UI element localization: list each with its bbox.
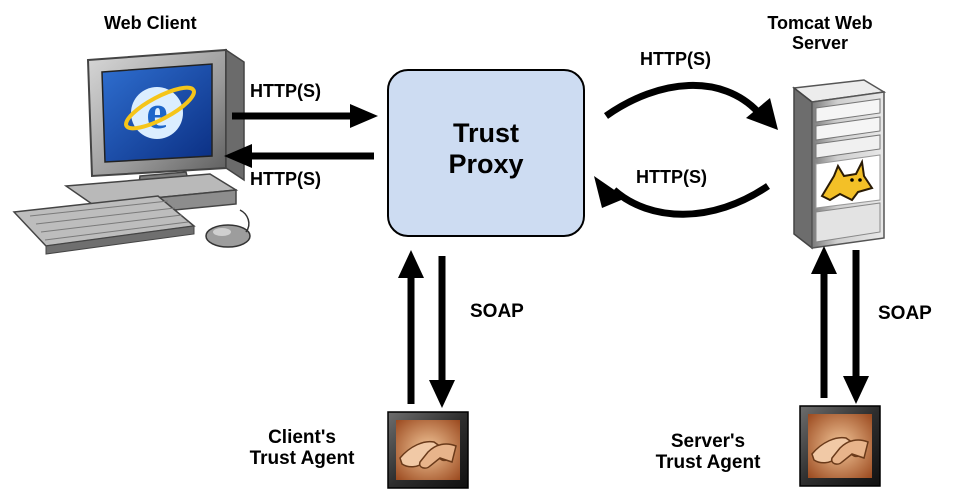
server-trust-agent-label-line1: Server's	[670, 431, 746, 452]
trust-proxy-label: Trust Proxy	[388, 118, 584, 180]
client-trust-agent-label-line1: Client's	[268, 427, 336, 448]
edge-label-proxy-to-client: HTTP(S)	[250, 169, 321, 189]
arrow-client-to-proxy	[232, 104, 378, 128]
edge-label-proxy-to-server: HTTP(S)	[640, 49, 711, 69]
tomcat-cat-icon	[815, 154, 881, 209]
server-tower-icon	[792, 79, 887, 250]
tomcat-server-label: Tomcat Web Server	[740, 13, 900, 54]
tomcat-server-label-line2: Server	[791, 32, 849, 53]
internet-explorer-icon: e	[124, 85, 196, 139]
server-trust-agent-label: Server's Trust Agent	[628, 431, 788, 474]
client-trust-agent-label-line2: Trust Agent	[249, 447, 355, 469]
handshake-icon	[799, 405, 881, 487]
trust-proxy-box	[387, 69, 585, 237]
arrow-server-agent-to-server	[811, 246, 837, 398]
arrow-proxy-to-agent	[429, 256, 455, 408]
handshake-icon	[387, 411, 469, 489]
desktop-computer-icon: e	[12, 48, 251, 255]
edge-label-soap-server-agent: SOAP	[878, 303, 932, 324]
trust-proxy-label-line2: Proxy	[448, 149, 524, 180]
client-trust-agent-label: Client's Trust Agent	[222, 427, 382, 470]
edge-label-server-to-proxy: HTTP(S)	[636, 167, 707, 187]
server-trust-agent-label-line2: Trust Agent	[655, 451, 761, 473]
edge-label-soap-client-agent: SOAP	[470, 301, 524, 322]
arrow-agent-to-proxy	[398, 250, 424, 404]
arrow-proxy-to-server	[603, 82, 778, 130]
edge-label-client-to-proxy: HTTP(S)	[250, 81, 321, 101]
tomcat-server-label-line1: Tomcat Web	[767, 13, 873, 33]
arrow-proxy-to-client	[224, 144, 374, 168]
trust-proxy-label-line1: Trust	[452, 118, 519, 148]
arrow-server-to-proxy	[594, 176, 770, 218]
arrow-server-to-server-agent	[843, 250, 869, 404]
web-client-label: Web Client	[104, 13, 197, 33]
